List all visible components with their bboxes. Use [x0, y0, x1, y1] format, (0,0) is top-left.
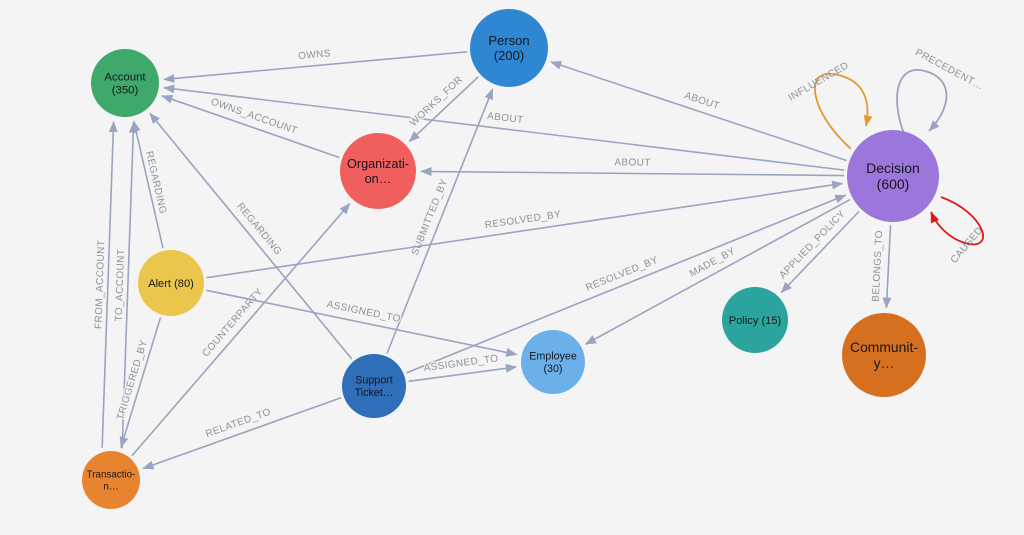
relationship-line[interactable] [406, 194, 847, 374]
edge-about-decision-person[interactable]: ABOUT [550, 60, 847, 162]
self-loop-line[interactable] [930, 196, 984, 246]
relationship-type-label: TO_ACCOUNT [114, 249, 128, 322]
node-community[interactable]: Communit-y… [842, 313, 926, 397]
edge-belongs_to-decision-community[interactable]: BELONGS_TO [869, 224, 892, 309]
node-circle-transaction[interactable] [82, 451, 140, 509]
node-alert[interactable]: Alert (80) [138, 250, 204, 316]
relationship-line[interactable] [408, 363, 517, 383]
edge-to_account-transaction-account[interactable]: TO_ACCOUNT [112, 121, 138, 449]
edge-about-decision-account[interactable]: ABOUT [163, 84, 845, 171]
edge-resolved_by-alert-decision[interactable]: RESOLVED_BY [206, 180, 844, 279]
node-circle-organization[interactable] [340, 133, 416, 209]
relationship-line[interactable] [420, 167, 845, 177]
node-circle-policy[interactable] [722, 287, 788, 353]
relationship-line[interactable] [408, 76, 479, 143]
relationship-type-label: CAUSED [949, 225, 986, 266]
relationship-type-label: ABOUT [683, 90, 721, 112]
relationship-type-label: FROM_ACCOUNT [93, 240, 107, 330]
edge-assigned_to-alert-employee[interactable]: ASSIGNED_TO [206, 289, 518, 357]
relationship-type-label: REGARDING [234, 201, 283, 258]
edge-about-decision-organization[interactable]: ABOUT [420, 156, 845, 177]
relationship-type-label: INFLUENCED [787, 60, 851, 103]
relationship-line[interactable] [149, 112, 353, 360]
relationship-line[interactable] [882, 224, 892, 309]
edge-assigned_to-supportticket-employee[interactable]: ASSIGNED_TO [408, 352, 517, 383]
relationship-line[interactable] [142, 397, 342, 470]
self-loop-influenced[interactable]: INFLUENCED [787, 60, 873, 150]
relationship-line[interactable] [780, 210, 860, 294]
node-employee[interactable]: Employee(30) [521, 330, 585, 394]
relationship-type-label: ASSIGNED_TO [326, 299, 402, 325]
node-circle-employee[interactable] [521, 330, 585, 394]
node-circle-alert[interactable] [138, 250, 204, 316]
relationship-type-label: REGARDING [143, 150, 168, 215]
self-loop-line[interactable] [814, 73, 873, 150]
edge-submitted_by-supportticket-person[interactable]: SUBMITTED_BY [386, 88, 494, 354]
relationship-type-label: OWNS [298, 48, 332, 62]
relationship-type-label: RESOLVED_BY [484, 209, 562, 231]
node-organization[interactable]: Organizati-on… [340, 133, 416, 209]
node-policy[interactable]: Policy (15) [722, 287, 788, 353]
self-loop-precedent[interactable]: PRECEDENT… [896, 47, 985, 137]
relationship-type-label: COUNTERPARTY [200, 286, 265, 359]
relationship-type-label: ABOUT [487, 111, 525, 126]
relationship-type-label: ABOUT [614, 157, 651, 168]
relationship-line[interactable] [131, 203, 351, 457]
relationship-line[interactable] [206, 289, 518, 357]
edge-resolved_by-supportticket-decision[interactable]: RESOLVED_BY [406, 194, 847, 374]
node-circle-account[interactable] [91, 49, 159, 117]
node-person[interactable]: Person(200) [470, 9, 548, 87]
edge-works_for-person-organization[interactable]: WORKS_FOR [407, 73, 479, 143]
node-circle-supportticket[interactable] [342, 354, 406, 418]
relationship-line[interactable] [163, 84, 845, 171]
node-transaction[interactable]: Transactio-n… [82, 451, 140, 509]
edge-owns-person-account[interactable]: OWNS [163, 47, 468, 83]
edge-triggered_by-alert-transaction[interactable]: TRIGGERED_BY [114, 317, 162, 448]
edge-applied_policy-decision-policy[interactable]: APPLIED_POLICY [776, 207, 860, 294]
node-circle-community[interactable] [842, 313, 926, 397]
relationship-line[interactable] [131, 120, 164, 249]
relationship-line[interactable] [550, 60, 847, 162]
edge-from_account-transaction-account[interactable]: FROM_ACCOUNT [92, 121, 118, 448]
edge-regarding-alert-account[interactable]: REGARDING [131, 120, 169, 249]
relationship-line[interactable] [101, 121, 118, 448]
relationship-line[interactable] [163, 51, 468, 83]
relationship-line[interactable] [206, 180, 844, 279]
node-circle-decision[interactable] [847, 130, 939, 222]
self-loop-caused[interactable]: CAUSED [930, 196, 986, 266]
node-circle-person[interactable] [470, 9, 548, 87]
node-account[interactable]: Account(350) [91, 49, 159, 117]
relationship-line[interactable] [121, 121, 138, 449]
node-decision[interactable]: Decision(600) [847, 130, 939, 222]
relationship-type-label: PRECEDENT… [913, 47, 985, 92]
relationship-line[interactable] [161, 95, 340, 159]
self-loop-line[interactable] [896, 68, 948, 137]
relationship-line[interactable] [386, 88, 494, 354]
relationship-line[interactable] [119, 317, 162, 448]
relationship-type-label: BELONGS_TO [871, 230, 886, 302]
relationship-line[interactable] [585, 198, 851, 345]
